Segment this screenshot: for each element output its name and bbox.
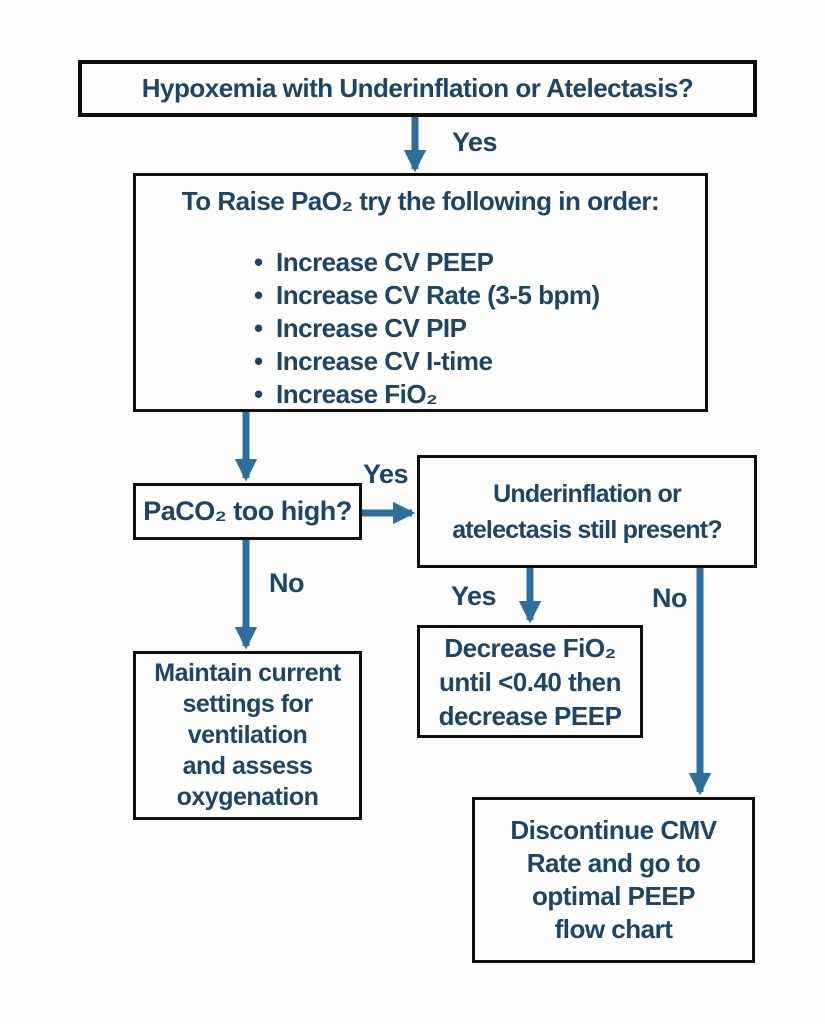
treatment-step-label: Increase CV PEEP [276,247,494,277]
node-text-line: settings for [182,690,313,718]
treatment-step-label: Increase CV I-time [276,346,493,376]
treatment-step: • Increase CV Rate (3-5 bpm) [254,279,705,312]
node-text-line: flow chart [554,914,673,944]
treatment-step-label: Increase CV Rate (3-5 bpm) [276,280,600,310]
node-text-line: Rate and go to [526,848,701,878]
node-decrease-fio2: Decrease FiO₂ until <0.40 then decrease … [417,625,643,738]
node-text-line: Underinflation or [493,479,682,508]
node-text-line: optimal PEEP [531,881,696,911]
node-text-line: decrease PEEP [438,700,622,731]
treatment-step: • Increase FiO₂ [254,378,705,411]
node-text-line: until <0.40 then [439,666,622,697]
node-text-line: Decrease FiO₂ [444,632,616,663]
edge-label-yes: Yes [452,127,498,157]
edge-label-no: No [269,568,305,598]
edge-label-no: No [652,583,688,613]
node-maintain-settings: Maintain current settings for ventilatio… [133,651,362,820]
treatment-step: • Increase CV PIP [254,312,705,345]
node-text-line: and assess [182,752,313,780]
node-text-line: PaCO₂ too high? [143,496,352,526]
node-text-line: oxygenation [176,783,319,811]
treatment-step: • Increase CV I-time [254,345,705,378]
bullet-icon: • [254,346,263,376]
treatment-step: • Increase CV PEEP [254,246,705,279]
bullet-icon: • [254,247,263,277]
node-underinflation-question: Underinflation or atelectasis still pres… [417,455,757,568]
node-discontinue-cmv: Discontinue CMV Rate and go to optimal P… [472,797,755,963]
node-raise-pao2: To Raise PaO₂ try the following in order… [133,173,708,412]
bullet-icon: • [254,379,263,409]
node-text-line: ventilation [187,721,308,749]
raise-heading: To Raise PaO₂ try the following in order… [181,186,660,216]
treatment-steps-list: • Increase CV PEEP • Increase CV Rate (3… [136,246,705,411]
node-text-line: Discontinue CMV [510,815,717,845]
treatment-step-label: Increase CV PIP [276,313,467,343]
node-text-line: atelectasis still present? [452,515,722,544]
bullet-icon: • [254,313,263,343]
node-paco2-question: PaCO₂ too high? [133,483,362,540]
node-text-line: Hypoxemia with Underinflation or Atelect… [141,73,694,103]
edge-label-yes: Yes [451,581,497,611]
node-start-question: Hypoxemia with Underinflation or Atelect… [78,60,757,117]
edge-label-yes: Yes [363,459,409,489]
treatment-step-label: Increase FiO₂ [276,379,438,409]
bullet-icon: • [254,280,263,310]
node-text-line: Maintain current [154,659,341,687]
